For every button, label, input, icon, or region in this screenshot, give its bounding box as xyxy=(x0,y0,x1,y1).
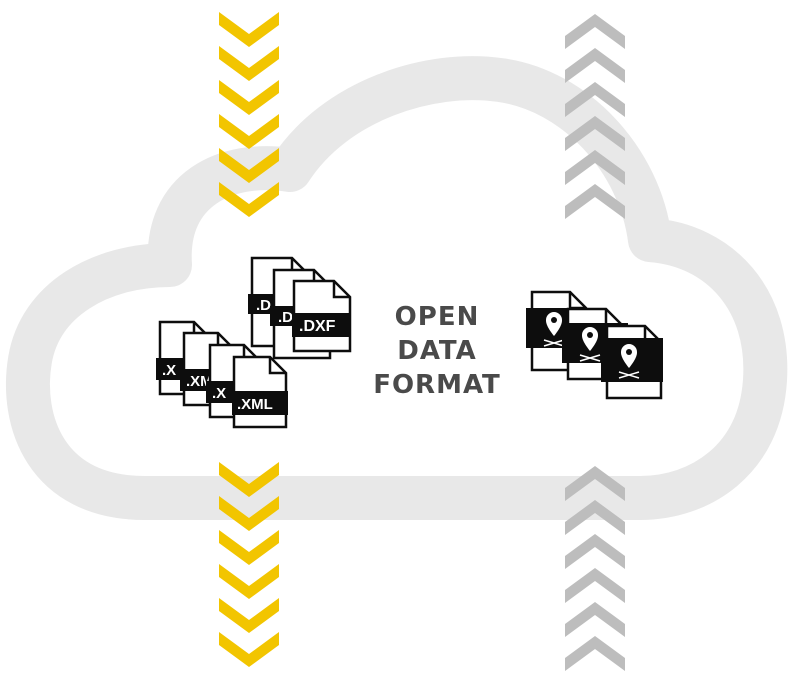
map-pin-file-icon xyxy=(601,324,663,400)
chevron-down-icon xyxy=(219,12,279,47)
title-line-2: FORMAT xyxy=(373,370,501,400)
chevron-down-icon xyxy=(219,46,279,81)
map-file-stack xyxy=(526,290,663,400)
chevron-up-icon xyxy=(565,82,625,117)
chevron-down-icon xyxy=(219,80,279,115)
chevron-down-icon xyxy=(219,530,279,565)
chevron-up-icon xyxy=(565,116,625,151)
xml-label-4: .XML xyxy=(237,396,273,413)
chevron-down-icon xyxy=(219,114,279,149)
diagram-title: OPEN DATA FORMAT xyxy=(352,300,522,402)
chevron-down-icon xyxy=(219,148,279,183)
chevron-down-icon xyxy=(219,496,279,531)
chevron-up-icon xyxy=(565,534,625,569)
dxf-label-2: .D xyxy=(278,309,293,326)
chevron-up-icon xyxy=(565,150,625,185)
chevron-up-icon xyxy=(565,48,625,83)
chevron-down-icon xyxy=(219,632,279,667)
chevron-up-icon xyxy=(565,636,625,671)
dxf-label-3: .DXF xyxy=(299,318,336,335)
cloud-outline xyxy=(5,56,788,520)
xml-file-stack: .X .XM .X .XML xyxy=(156,320,288,429)
chevron-up-icon xyxy=(565,184,625,219)
dxf-file-stack: .D .D .DXF xyxy=(248,256,352,360)
chevron-down-icon xyxy=(219,462,279,497)
xml-label-1: .X xyxy=(162,362,176,379)
chevron-up-icon xyxy=(565,500,625,535)
title-line-1: OPEN DATA xyxy=(394,302,480,366)
chevron-up-icon xyxy=(565,466,625,501)
chevron-up-icon xyxy=(565,568,625,603)
chevron-up-icon xyxy=(565,14,625,49)
down-arrows-bottom xyxy=(219,462,279,667)
down-arrows-top xyxy=(219,12,279,217)
dxf-label-1: .D xyxy=(256,297,271,314)
chevron-down-icon xyxy=(219,598,279,633)
chevron-down-icon xyxy=(219,182,279,217)
up-arrows-bottom xyxy=(565,466,625,671)
chevron-down-icon xyxy=(219,564,279,599)
chevron-up-icon xyxy=(565,602,625,637)
up-arrows-top xyxy=(565,14,625,219)
xml-label-3: .X xyxy=(212,385,226,402)
